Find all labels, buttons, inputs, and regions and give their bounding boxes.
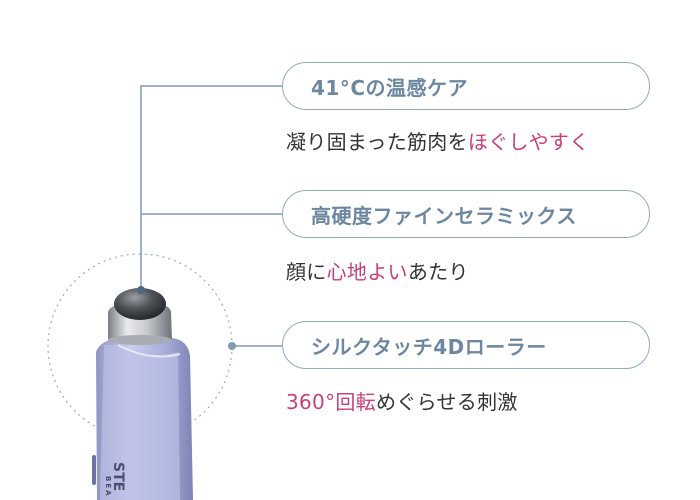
device-brand-subtext: BEA — [104, 476, 112, 498]
leader-line-1 — [140, 85, 282, 290]
feature-title-pill-1: 41°Cの温感ケア — [282, 62, 650, 110]
leader-dot-3 — [228, 342, 236, 350]
feature-desc-1: 凝り固まった筋肉をほぐしやすく — [286, 126, 590, 155]
feature-desc-3-highlight: 360°回転 — [286, 390, 376, 414]
feature-desc-3-tail: めぐらせる刺激 — [375, 390, 518, 414]
feature-desc-2-tail: あたり — [407, 260, 469, 284]
feature-title-3: シルクタッチ4Dローラー — [311, 334, 547, 359]
feature-title-1: 41°Cの温感ケア — [311, 75, 469, 100]
feature-desc-1-text: 凝り固まった筋肉を — [286, 130, 468, 154]
feature-desc-2-text: 顔に — [286, 260, 327, 284]
device-brand-text: STE — [110, 462, 126, 492]
feature-desc-2-highlight: 心地よい — [326, 260, 408, 284]
feature-desc-3: 360°回転めぐらせる刺激 — [286, 386, 518, 415]
feature-desc-1-highlight: ほぐしやすく — [467, 130, 590, 154]
feature-title-pill-3: シルクタッチ4Dローラー — [282, 321, 650, 369]
feature-desc-2: 顔に心地よいあたり — [286, 256, 469, 285]
roller-ball — [114, 288, 166, 320]
feature-title-pill-2: 高硬度ファインセラミックス — [282, 190, 650, 238]
device-front-panel — [100, 345, 180, 500]
feature-title-2: 高硬度ファインセラミックス — [311, 203, 577, 228]
